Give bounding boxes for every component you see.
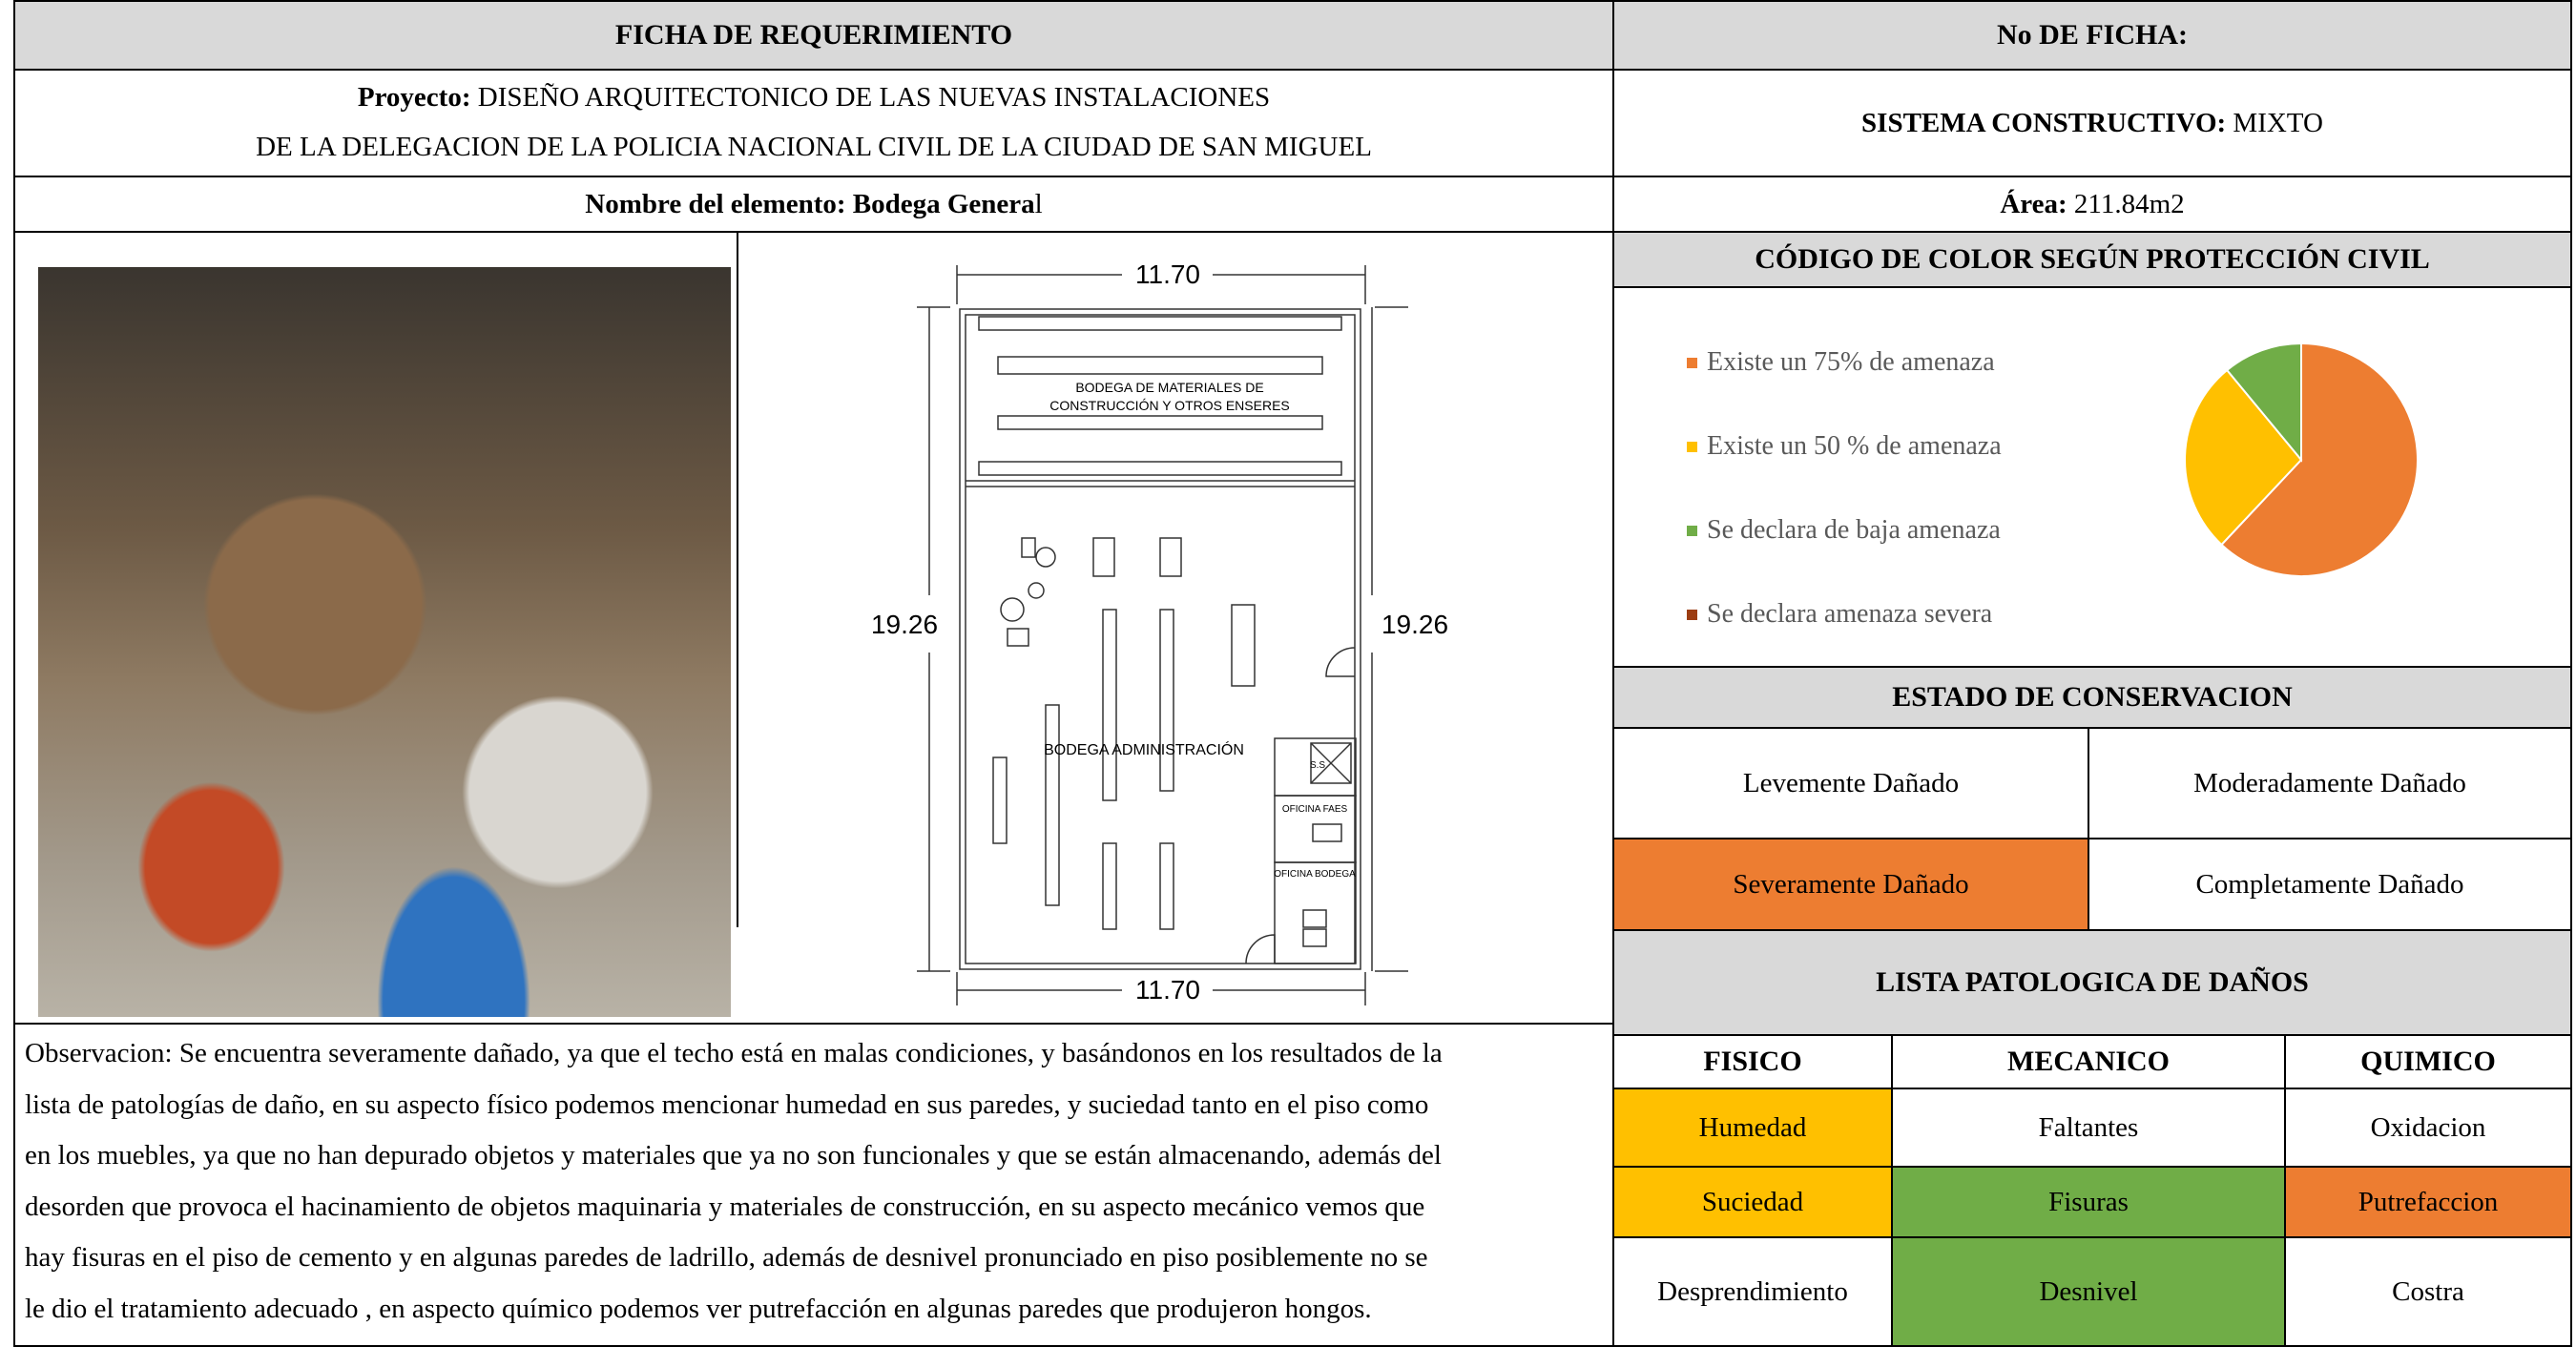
conservation-option-severe: Severamente Dañado — [1612, 838, 2089, 931]
conservation-title: ESTADO DE CONSERVACION — [1892, 681, 2293, 713]
color-code-title-cell: CÓDIGO DE COLOR SEGÚN PROTECCIÓN CIVIL — [1612, 231, 2572, 288]
legend-label: Existe un 50 % de amenaza — [1707, 431, 2002, 461]
element-name-suffix: l — [1034, 188, 1043, 219]
legend-item-75: Existe un 75% de amenaza — [1687, 347, 1995, 378]
conservation-option-complete: Completamente Dañado — [2088, 838, 2572, 931]
pathology-header-chemical: QUIMICO — [2284, 1034, 2572, 1089]
legend-dot-yellow — [1687, 441, 1697, 452]
legend-label: Se declara amenaza severa — [1707, 599, 1993, 629]
plan-dim-top: 11.70 — [1135, 259, 1200, 289]
pathology-cell-fisuras: Fisuras — [1891, 1166, 2286, 1238]
pathology-cell-suciedad: Suciedad — [1612, 1166, 1893, 1238]
pathology-header: MECANICO — [2007, 1046, 2170, 1077]
pathology-cell-label: Putrefaccion — [2358, 1186, 2499, 1217]
observation-line: lista de patologías de daño, en su aspec… — [25, 1088, 1429, 1120]
pathology-header-mechanical: MECANICO — [1891, 1034, 2286, 1089]
conservation-option-label: Completamente Dañado — [2195, 868, 2464, 900]
project-label: Proyecto: — [357, 82, 471, 113]
project-line1: DISEÑO ARQUITECTONICO DE LAS NUEVAS INST… — [477, 82, 1271, 113]
pie-slice-2 — [2225, 342, 2302, 463]
system-value: MIXTO — [2233, 107, 2323, 138]
plan-room1-line2: CONSTRUCCIÓN Y OTROS ENSERES — [1049, 398, 1290, 413]
conservation-option-label: Severamente Dañado — [1733, 868, 1969, 900]
conservation-option-label: Levemente Dañado — [1742, 767, 1960, 798]
area-cell: Área: 211.84m2 — [1612, 176, 2572, 233]
pathology-cell-desprendimiento: Desprendimiento — [1612, 1236, 1893, 1347]
pathology-cell-label: Fisuras — [2048, 1186, 2129, 1217]
form-number-cell: No DE FICHA: — [1612, 0, 2572, 71]
pathology-cell-desnivel: Desnivel — [1891, 1236, 2286, 1347]
color-code-title: CÓDIGO DE COLOR SEGÚN PROTECCIÓN CIVIL — [1755, 243, 2430, 275]
pie-slice-0 — [2220, 342, 2419, 577]
pathology-cell-label: Suciedad — [1701, 1186, 1804, 1217]
system-cell: SISTEMA CONSTRUCTIVO: MIXTO — [1612, 69, 2572, 177]
pathology-title: LISTA PATOLOGICA DE DAÑOS — [1876, 966, 2309, 998]
observation-line: le dio el tratamiento adecuado , en aspe… — [25, 1293, 1372, 1324]
observation-line: Observacion: Se encuentra severamente da… — [25, 1038, 1443, 1068]
pathology-cell-putrefaccion: Putrefaccion — [2284, 1166, 2572, 1238]
legend-label: Existe un 75% de amenaza — [1707, 347, 1995, 377]
conservation-title-cell: ESTADO DE CONSERVACION — [1612, 666, 2572, 729]
pathology-cell-label: Desprendimiento — [1657, 1275, 1848, 1307]
area-label: Área: — [2000, 188, 2067, 219]
plan-dim-left: 19.26 — [871, 610, 938, 639]
pathology-cell-label: Desnivel — [2039, 1275, 2138, 1307]
images-cell: 11.70 11.70 19.26 19.26 BODEGA DE MATERI… — [13, 231, 1614, 1025]
legend-dot-orange — [1687, 357, 1697, 368]
photo-divider — [737, 233, 738, 927]
project-cell: Proyecto: DISEÑO ARQUITECTONICO DE LAS N… — [13, 69, 1614, 177]
legend-dot-green — [1687, 525, 1697, 536]
form-number-label: No DE FICHA: — [1997, 19, 2188, 51]
conservation-option-moderate: Moderadamente Dañado — [2088, 727, 2572, 839]
storage-photo — [38, 267, 731, 1017]
system-label: SISTEMA CONSTRUCTIVO: — [1861, 107, 2227, 138]
project-line2: DE LA DELEGACION DE LA POLICIA NACIONAL … — [256, 132, 1372, 162]
pathology-cell-label: Humedad — [1698, 1111, 1807, 1143]
observation-cell: Observacion: Se encuentra severamente da… — [13, 1023, 1614, 1347]
element-name: Nombre del elemento: Bodega Genera — [585, 188, 1035, 219]
legend-item-severe: Se declara amenaza severa — [1687, 599, 1992, 630]
pathology-header-physical: FISICO — [1612, 1034, 1893, 1089]
legend-item-50: Existe un 50 % de amenaza — [1687, 431, 2002, 462]
pathology-cell-label: Oxidacion — [2370, 1111, 2486, 1143]
legend-dot-darkred — [1687, 609, 1697, 620]
floor-plan: 11.70 11.70 19.26 19.26 BODEGA DE MATERI… — [871, 259, 1448, 1005]
pathology-cell-label: Faltantes — [2038, 1111, 2139, 1143]
plan-room2: BODEGA ADMINISTRACIÓN — [1044, 740, 1244, 758]
observation-line: en los muebles, ya que no han depurado o… — [25, 1140, 1442, 1171]
pathology-cell-costra: Costra — [2284, 1236, 2572, 1347]
plan-room1-line1: BODEGA DE MATERIALES DE — [1075, 380, 1263, 395]
threat-pie-chart — [2184, 342, 2419, 577]
form-title-cell: FICHA DE REQUERIMIENTO — [13, 0, 1614, 71]
area-value: 211.84m2 — [2073, 188, 2185, 219]
pathology-cell-label: Costra — [2392, 1275, 2464, 1307]
conservation-option-light: Levemente Dañado — [1612, 727, 2089, 839]
pathology-header: FISICO — [1703, 1046, 1802, 1077]
pathology-cell-humedad: Humedad — [1612, 1088, 1893, 1168]
conservation-option-label: Moderadamente Dañado — [2193, 767, 2466, 798]
form-title: FICHA DE REQUERIMIENTO — [614, 19, 1013, 51]
observation-line: desorden que provoca el hacinamiento de … — [25, 1191, 1425, 1222]
plan-office1: OFICINA FAES — [1282, 804, 1348, 815]
pie-slice-1 — [2184, 368, 2303, 547]
pathology-cell-faltantes: Faltantes — [1891, 1088, 2286, 1168]
plan-dim-bottom: 11.70 — [1135, 975, 1200, 1005]
plan-ss: S.S — [1310, 760, 1325, 771]
legend-item-low: Se declara de baja amenaza — [1687, 515, 2001, 546]
observation-line: hay fisuras en el piso de cemento y en a… — [25, 1242, 1428, 1273]
plan-dim-right: 19.26 — [1381, 610, 1448, 639]
plan-office2: OFICINA BODEGA — [1274, 869, 1356, 880]
legend-label: Se declara de baja amenaza — [1707, 515, 2001, 545]
color-code-body: Existe un 75% de amenaza Existe un 50 % … — [1612, 286, 2572, 668]
pathology-header: QUIMICO — [2360, 1046, 2496, 1077]
pathology-cell-oxidacion: Oxidacion — [2284, 1088, 2572, 1168]
pathology-title-cell: LISTA PATOLOGICA DE DAÑOS — [1612, 929, 2572, 1036]
